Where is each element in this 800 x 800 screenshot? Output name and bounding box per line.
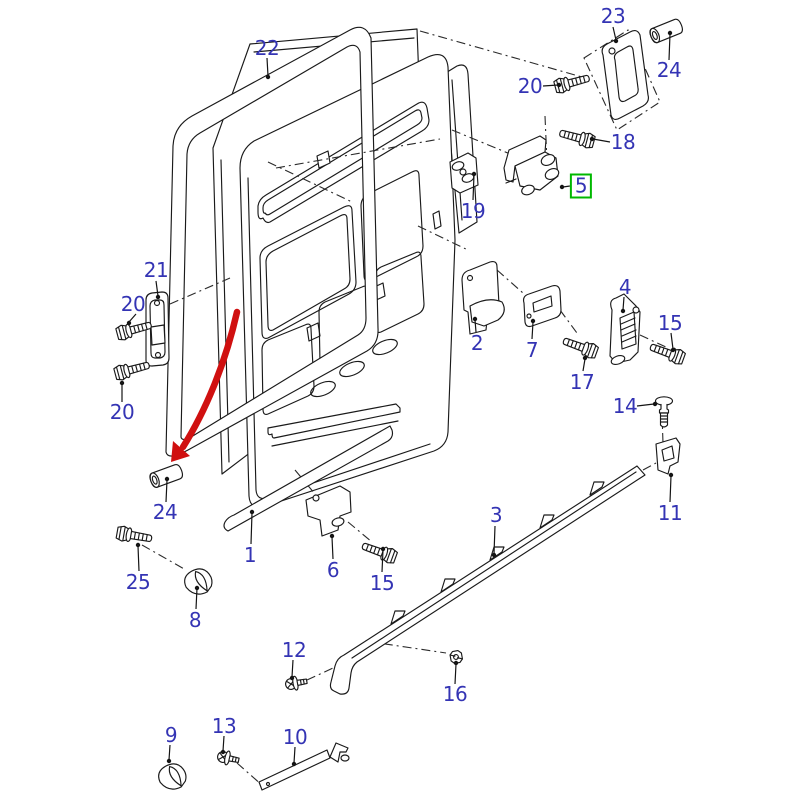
callout-8[interactable]: 8 [188, 608, 202, 632]
callout-20-top[interactable]: 20 [517, 74, 543, 98]
callout-25[interactable]: 25 [125, 570, 151, 594]
part-8-bumper [182, 566, 215, 597]
part-5-latch-assembly [503, 135, 560, 196]
part-6-roller-bracket [305, 485, 352, 537]
part-15a-bolt [647, 339, 687, 367]
callout-24-top[interactable]: 24 [656, 58, 682, 82]
part-3-lower-rail [329, 465, 646, 695]
part-19-roller-bracket [449, 152, 479, 194]
callout-10[interactable]: 10 [282, 725, 308, 749]
callout-15-right[interactable]: 15 [657, 311, 683, 335]
callout-3[interactable]: 3 [489, 503, 503, 527]
callout-13[interactable]: 13 [211, 714, 237, 738]
part-24a-bushing [647, 17, 685, 45]
callout-17[interactable]: 17 [569, 370, 595, 394]
part-2-striker-bracket [461, 260, 505, 335]
callout-16[interactable]: 16 [442, 682, 468, 706]
callout-24-left[interactable]: 24 [152, 500, 178, 524]
callout-21[interactable]: 21 [143, 258, 169, 282]
part-21-bracket [145, 291, 170, 367]
part-10-link-rod [258, 742, 350, 791]
callout-5-highlighted[interactable]: 5 [569, 173, 593, 199]
part-7-latch-plate [522, 284, 562, 328]
part-23-bracket [601, 29, 650, 121]
part-25-bolt [115, 524, 154, 547]
callout-9[interactable]: 9 [164, 723, 178, 747]
callout-15-bottom[interactable]: 15 [369, 571, 395, 595]
leader-lines [119, 26, 676, 767]
callout-6[interactable]: 6 [326, 558, 340, 582]
callout-20-left-lower[interactable]: 20 [109, 400, 135, 424]
part-14-pin [654, 396, 674, 428]
callout-20-left-upper[interactable]: 20 [120, 292, 146, 316]
callout-11[interactable]: 11 [657, 501, 683, 525]
callout-19[interactable]: 19 [460, 199, 486, 223]
part-17-bolt [560, 333, 600, 361]
part-18-bolt [557, 125, 597, 150]
part-15b-bolt [359, 538, 399, 566]
callout-18[interactable]: 18 [610, 130, 636, 154]
part-9-bumper [156, 761, 189, 792]
callout-2[interactable]: 2 [470, 331, 484, 355]
callout-7[interactable]: 7 [525, 338, 539, 362]
part-1-guide-strip [223, 425, 394, 532]
callout-1[interactable]: 1 [243, 543, 257, 567]
callout-4[interactable]: 4 [618, 275, 632, 299]
callout-23[interactable]: 23 [600, 4, 626, 28]
part-20c-bolt [112, 357, 152, 382]
part-11-clip [655, 437, 681, 475]
part-12-screw [283, 673, 309, 693]
red-arrow [171, 308, 241, 462]
part-door-panel [239, 54, 456, 508]
part-4-latch [609, 293, 641, 366]
part-13-screw [215, 748, 241, 768]
callout-14[interactable]: 14 [612, 394, 638, 418]
callout-12[interactable]: 12 [281, 638, 307, 662]
callout-22[interactable]: 22 [254, 36, 280, 60]
